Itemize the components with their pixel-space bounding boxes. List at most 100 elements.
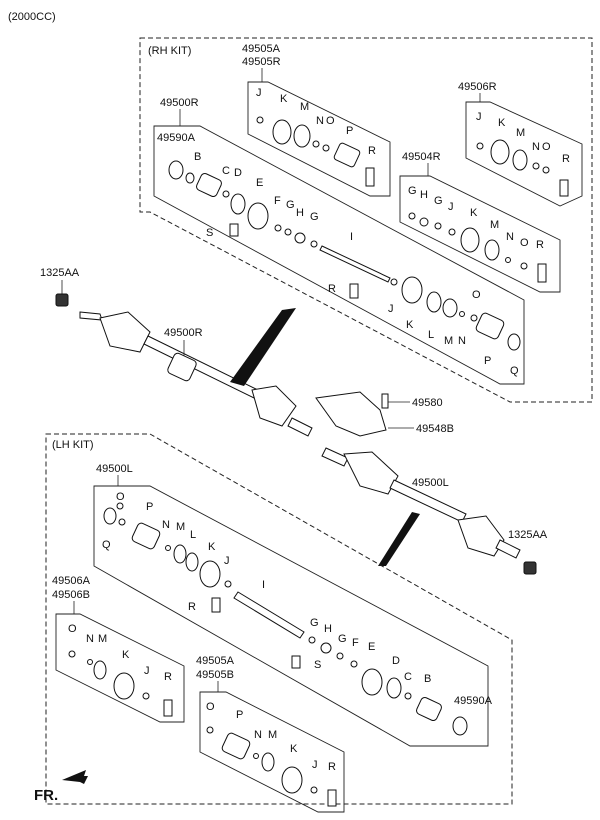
lh-49506-num1: 49506A xyxy=(52,575,91,587)
rh-49500-box xyxy=(153,125,525,385)
lh6-letter-k: K xyxy=(122,649,130,661)
rh0-part-h xyxy=(294,232,306,244)
rh0-letter-k: K xyxy=(406,319,414,331)
lh5-letter-n: N xyxy=(254,729,262,741)
rh0-plug-r xyxy=(349,283,359,299)
fr-arrow-icon xyxy=(62,770,88,784)
rh0-band-m xyxy=(442,298,458,318)
rh4-letter-n: N xyxy=(506,231,514,243)
rh6-letter-m: M xyxy=(516,127,525,139)
lh0-letter-o: O xyxy=(116,491,125,503)
rh0-letter-m: M xyxy=(444,335,453,347)
rh0-seal-q xyxy=(507,333,521,351)
rh6-boot-k xyxy=(490,139,510,165)
rh4-part-g xyxy=(408,212,416,220)
rh0-letter-c: C xyxy=(222,165,230,177)
lh0-ring-j xyxy=(224,580,232,588)
lh-49500-num: 49500L xyxy=(96,463,133,475)
lh5-letter-r: R xyxy=(328,761,336,773)
lh0-letter-r: R xyxy=(188,601,196,613)
bracket-bolt xyxy=(381,393,389,409)
rh-kit-title: (RH KIT) xyxy=(148,45,191,57)
lh5-boot-k xyxy=(281,766,303,794)
rh-kit-frame xyxy=(139,37,593,403)
lh6-letter-j: J xyxy=(144,665,150,677)
bracket-bolt-label: 49548B xyxy=(416,423,454,435)
lh0-letter-c: C xyxy=(404,671,412,683)
rh0-ring-n xyxy=(459,311,465,317)
rh0-band-l xyxy=(426,291,442,313)
rh6-band-m xyxy=(512,149,528,171)
rh-49500-num: 49500R xyxy=(160,97,199,109)
lh-outer-boot xyxy=(457,515,505,557)
lh0-joint-p xyxy=(131,522,161,550)
lh0-band-m xyxy=(173,544,187,564)
rh4-part-h xyxy=(419,217,429,227)
rh-outer-boot xyxy=(99,311,151,353)
lh6-ring-j xyxy=(142,692,150,700)
rh0-letter-h: H xyxy=(296,207,304,219)
lh5-ring-n xyxy=(253,753,259,759)
lh6-ring-n xyxy=(87,659,93,665)
lh0-ring-f xyxy=(350,660,358,668)
lh5-ring-o xyxy=(206,726,214,734)
rh-49506-num: 49506R xyxy=(458,81,497,93)
rh4-part-j xyxy=(448,228,456,236)
rh-49505-box xyxy=(247,81,391,197)
rh6-clip-j xyxy=(476,142,484,150)
rh4-boot-k xyxy=(460,227,480,253)
rh0-ring-o xyxy=(470,314,478,322)
nut-top xyxy=(55,293,69,307)
rh-letter-p: P xyxy=(346,125,353,137)
ring-n xyxy=(312,140,320,148)
rh0-letter-s: S xyxy=(206,227,213,239)
lh-49500-box xyxy=(93,485,489,747)
lh6-letter-o: O xyxy=(68,623,77,635)
rh4-letter-k: K xyxy=(470,207,478,219)
lh-49506-box xyxy=(55,613,185,723)
rh0-joint-p xyxy=(475,312,505,340)
rh0-seal-a xyxy=(168,160,184,180)
lh-49505-num2: 49505B xyxy=(196,669,234,681)
rh6-letter-o: O xyxy=(542,141,551,153)
plug-r xyxy=(365,167,375,187)
lh0-letter-b: B xyxy=(424,673,431,685)
rh-49505-num2: 49505R xyxy=(242,56,281,68)
rh0-letter-p: P xyxy=(484,355,491,367)
nut-bottom xyxy=(523,561,537,575)
rh-49504-num: 49504R xyxy=(402,151,441,163)
rh4-ring-n xyxy=(505,257,511,263)
rh-letter-r: R xyxy=(368,145,376,157)
joint-p xyxy=(333,142,361,168)
rh0-band-d xyxy=(230,193,246,215)
lh5-ring-j xyxy=(310,786,318,794)
rh6-letter-k: K xyxy=(498,117,506,129)
lh6-letter-n: N xyxy=(86,633,94,645)
lh5-letter-j: J xyxy=(312,759,318,771)
rh4-band-m xyxy=(484,239,500,261)
lh-kit-frame xyxy=(45,433,513,805)
rh4-letter-r: R xyxy=(536,239,544,251)
lh5-letter-k: K xyxy=(290,743,298,755)
rh0-letter-e: E xyxy=(256,177,263,189)
lh5-letter-p: P xyxy=(236,709,243,721)
bracket-49580 xyxy=(315,391,387,437)
lh0-letter-e: E xyxy=(368,641,375,653)
lh6-plug-r xyxy=(163,699,173,717)
rh-letter-j: J xyxy=(256,87,262,99)
lh0-letter-m: M xyxy=(176,521,185,533)
rh0-ring-j xyxy=(390,278,398,286)
lh-49506-num2: 49506B xyxy=(52,589,90,601)
rh4-letter-m: M xyxy=(490,219,499,231)
lh6-letter-r: R xyxy=(164,671,172,683)
rh0-ring-g xyxy=(284,228,292,236)
nut-bottom-label: 1325AA xyxy=(508,529,548,541)
lh-shaft-label: 49500L xyxy=(412,477,449,489)
rh6-letter-r: R xyxy=(562,153,570,165)
lh0-letter-j: J xyxy=(224,555,230,567)
lh-49590-num: 49590A xyxy=(454,695,493,707)
lh0-band-l xyxy=(185,552,199,572)
rh0-ring xyxy=(185,172,195,184)
rh0-ring-f xyxy=(274,224,282,232)
